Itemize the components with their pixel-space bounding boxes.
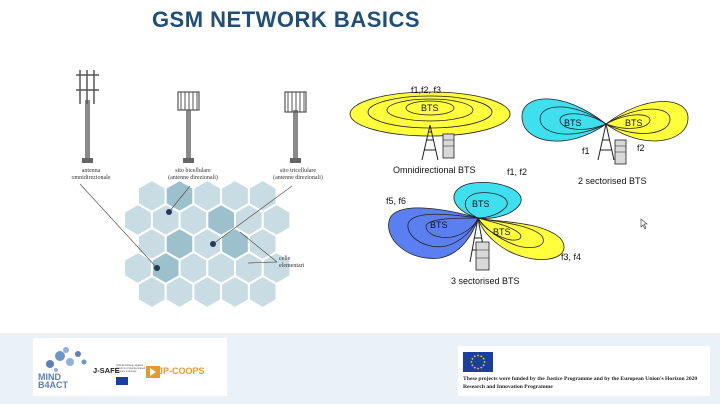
jsafe-logo-text: J-SAFE (93, 366, 120, 375)
jpcoops-logo-text: JP-COOPS (158, 366, 205, 376)
two-sector-left-bts-label: BTS (564, 118, 582, 128)
eu-star (482, 357, 485, 360)
hex-cell (192, 274, 223, 310)
two-sector-f1-label: f1 (582, 146, 590, 156)
jsafe-logo-subtitle: Judicial Strategy against All forms of G… (116, 364, 146, 373)
omni-freq-label: f1,f2, f3 (411, 85, 441, 95)
eu-star (473, 366, 476, 369)
eu-star (471, 364, 474, 367)
two-sector-bts-tower-icon (597, 123, 627, 165)
three-sector-caption: 3 sectorised BTS (451, 276, 520, 286)
hex-cell (137, 274, 167, 310)
eu-flag-icon (463, 352, 493, 372)
two-sector-caption: 2 sectorised BTS (578, 176, 647, 186)
three-sector-left-freq-label: f5, f6 (386, 196, 406, 206)
three-sector-coverage (388, 182, 565, 260)
funding-panel (458, 346, 710, 396)
hex-cell (247, 274, 278, 310)
eu-star (477, 354, 479, 357)
eu-star (470, 361, 473, 363)
three-sector-top-freq-label: f1, f2 (507, 167, 527, 177)
three-sector-left-bts-label: BTS (430, 220, 448, 230)
eu-star (471, 357, 474, 360)
tower-label-tricellular: sito tricellulare(antenne direzionali) (273, 168, 323, 181)
funding-statement: These projects were funded by the Justic… (463, 376, 698, 390)
omni-bts-tower-icon (421, 124, 455, 161)
eu-star (482, 364, 485, 367)
eu-star (480, 355, 483, 358)
mouse-cursor-icon (640, 218, 648, 230)
three-sector-top-bts-label: BTS (472, 199, 490, 209)
cell-site-dots (154, 209, 216, 271)
three-sector-bts-tower-icon (469, 217, 490, 271)
eu-stars-icon (470, 354, 486, 370)
hex-cell (220, 274, 250, 310)
eu-flag-small-icon (116, 377, 128, 385)
three-sector-right-freq-label: f3, f4 (561, 252, 581, 262)
mind-network-logo-icon (46, 347, 87, 372)
eu-star (483, 361, 486, 363)
omni-bts-label: BTS (421, 103, 439, 113)
omni-caption: Omnidirectional BTS (393, 165, 476, 175)
eu-star (473, 355, 476, 358)
partner-logos-panel (33, 338, 227, 396)
hex-grid (123, 178, 292, 310)
hex-cell (164, 274, 195, 310)
omni-tower-icon (76, 70, 99, 163)
jpcoops-arrow-icon (146, 366, 160, 378)
bicellular-tower-icon (177, 91, 200, 163)
mind-b4act-logo-text: MIND B4ACT (38, 372, 69, 390)
eu-star (477, 367, 479, 370)
two-sector-f2-label: f2 (637, 143, 645, 153)
two-sector-right-bts-label: BTS (625, 118, 643, 128)
tricellular-tower-icon (284, 91, 307, 163)
tower-label-bicellular: sito bicellulare(antenne direzionali) (168, 168, 218, 181)
slide-title: GSM NETWORK BASICS (151, 7, 421, 32)
three-sector-right-bts-label: BTS (493, 227, 511, 237)
two-sector-coverage (521, 98, 689, 142)
omni-coverage (349, 91, 511, 137)
leader-lines (79, 183, 293, 269)
eu-star (480, 366, 483, 369)
